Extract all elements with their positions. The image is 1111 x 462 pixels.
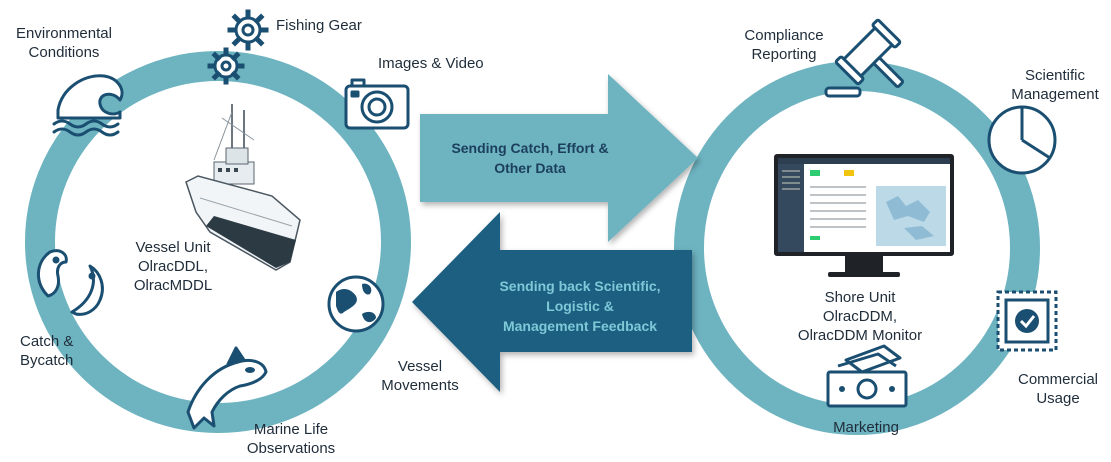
label-line: Conditions bbox=[28, 44, 100, 61]
label-commercial-usage: Commercial Usage bbox=[1008, 370, 1108, 408]
label-line: Movements bbox=[381, 377, 459, 394]
shore-unit-label: Shore Unit OlracDDM, OlracDDM Monitor bbox=[790, 288, 930, 345]
label-line: OlracDDL, bbox=[137, 258, 208, 275]
wave-icon bbox=[52, 74, 124, 137]
fish-icon bbox=[37, 249, 104, 316]
gears-icon bbox=[207, 9, 269, 85]
label-catch-bycatch: Catch & Bycatch bbox=[20, 332, 110, 370]
label-fishing-gear: Fishing Gear bbox=[276, 16, 376, 35]
label-line: Vessel bbox=[397, 358, 443, 375]
feedback-arrow-text: Sending back Scientific, Logistic & Mana… bbox=[470, 276, 690, 336]
globe-icon bbox=[327, 275, 385, 333]
gavel-icon bbox=[824, 18, 905, 98]
label-scientific-management: Scientific Management bbox=[1000, 66, 1110, 104]
label-vessel-movements: Vessel Movements bbox=[372, 357, 468, 395]
label-line: OlracMDDL bbox=[133, 277, 213, 294]
label-line: Management bbox=[1011, 86, 1099, 103]
send-arrow-line-1: Sending Catch, Effort & bbox=[451, 140, 609, 156]
label-marketing: Marketing bbox=[818, 418, 914, 437]
stamp-check-icon bbox=[996, 290, 1058, 352]
label-line: Observations bbox=[246, 440, 336, 457]
label-line: Bycatch bbox=[20, 352, 74, 369]
label-line: Images & Video bbox=[378, 55, 484, 72]
label-line: Environmental bbox=[16, 25, 112, 42]
send-data-arrow bbox=[420, 74, 698, 242]
vessel-unit-label: Vessel Unit OlracDDL, OlracMDDL bbox=[118, 238, 228, 295]
label-line: Marine Life bbox=[253, 421, 329, 438]
label-line: OlracDDM Monitor bbox=[797, 327, 923, 344]
label-compliance-reporting: Compliance Reporting bbox=[734, 26, 834, 64]
label-line: Shore Unit bbox=[824, 289, 896, 306]
pie-chart-icon bbox=[987, 105, 1057, 175]
feedback-arrow-line-2: Logistic & bbox=[546, 298, 614, 314]
shore-unit-monitor bbox=[774, 154, 954, 277]
label-line: Compliance bbox=[744, 27, 824, 44]
orca-icon bbox=[186, 346, 268, 430]
label-line: Usage bbox=[1036, 390, 1080, 407]
label-marine-life-observations: Marine Life Observations bbox=[236, 420, 346, 458]
money-icon bbox=[826, 344, 908, 408]
label-line: Reporting bbox=[751, 46, 817, 63]
label-line: Scientific bbox=[1024, 67, 1086, 84]
label-line: Vessel Unit bbox=[135, 239, 211, 256]
feedback-arrow bbox=[412, 212, 692, 392]
label-line: Fishing Gear bbox=[276, 17, 362, 34]
feedback-arrow-line-3: Management Feedback bbox=[502, 318, 658, 334]
label-environmental-conditions: Environmental Conditions bbox=[4, 24, 124, 62]
feedback-arrow-line-1: Sending back Scientific, bbox=[499, 278, 661, 294]
vessel-illustration bbox=[185, 104, 301, 271]
label-line: Commercial bbox=[1017, 371, 1098, 388]
label-line: OlracDDM, bbox=[822, 308, 898, 325]
label-line: Catch & bbox=[20, 333, 74, 350]
send-arrow-line-2: Other Data bbox=[494, 160, 566, 176]
send-arrow-text: Sending Catch, Effort & Other Data bbox=[430, 138, 630, 178]
label-line: Marketing bbox=[833, 419, 899, 436]
camera-icon bbox=[344, 78, 410, 130]
label-images-video: Images & Video bbox=[378, 54, 508, 73]
